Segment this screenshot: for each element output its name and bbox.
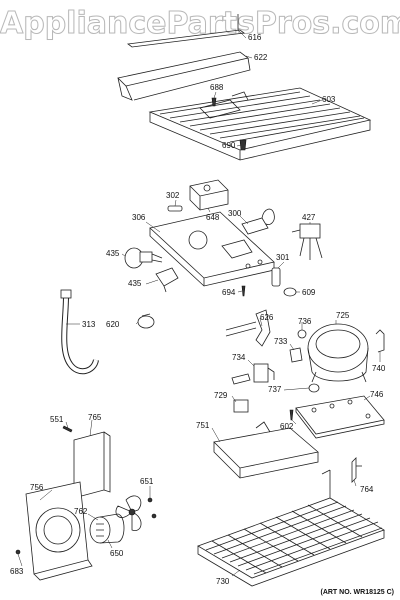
part-labels: 616 622 688 603 690 302 648 306 300 427 … [10, 33, 386, 586]
screw-602 [289, 409, 294, 421]
sensor-300 [241, 208, 275, 235]
label-622: 622 [254, 53, 268, 62]
bracket-626 [225, 309, 271, 347]
relay-648 [189, 179, 229, 211]
leader-lines [17, 29, 381, 577]
clip-764 [351, 457, 362, 483]
watermark-text: AppliancePartsPros.com [0, 6, 400, 42]
label-683: 683 [10, 567, 24, 576]
label-551: 551 [50, 415, 64, 424]
channel-622 [117, 51, 251, 101]
label-740: 740 [372, 364, 386, 373]
label-764: 764 [360, 485, 374, 494]
screw-551 [62, 425, 73, 433]
label-300: 300 [228, 209, 242, 218]
label-756: 756 [30, 483, 44, 492]
capacitor-729 [233, 399, 249, 413]
label-603: 603 [322, 95, 336, 104]
tube-313 [60, 289, 99, 375]
screw-690 [239, 139, 247, 151]
label-609: 609 [302, 288, 316, 297]
label-690: 690 [222, 141, 236, 150]
overload-734 [231, 363, 275, 385]
compressor-725 [307, 323, 369, 383]
label-733: 733 [274, 337, 288, 346]
label-737: 737 [268, 385, 282, 394]
screw-683 [15, 549, 21, 555]
rod-616 [126, 14, 246, 48]
label-620: 620 [106, 320, 120, 329]
motor-650 [89, 513, 125, 544]
label-651: 651 [140, 477, 154, 486]
plate-746 [295, 395, 385, 439]
harness-427 [291, 223, 323, 260]
label-435-socket: 435 [128, 279, 142, 288]
label-626: 626 [260, 313, 274, 322]
screw-694 [241, 285, 246, 297]
label-302: 302 [166, 191, 180, 200]
thermostat-301 [271, 267, 281, 287]
pan-751 [213, 421, 319, 479]
housing-306 [149, 211, 275, 287]
art-number: (ART NO. WR18125 C) [320, 589, 394, 596]
grommet-736 [297, 329, 307, 339]
label-650: 650 [110, 549, 124, 558]
label-648: 648 [206, 213, 220, 222]
cover-765 [73, 431, 111, 499]
label-306: 306 [132, 213, 146, 222]
screws-651 [147, 497, 157, 519]
label-762: 762 [74, 507, 88, 516]
screw-688 [211, 97, 217, 107]
condenser-730 [197, 469, 385, 587]
label-765: 765 [88, 413, 102, 422]
label-736: 736 [298, 317, 312, 326]
label-751: 751 [196, 421, 210, 430]
tray-603 [148, 87, 372, 161]
label-313: 313 [82, 320, 96, 329]
shroud-756 [25, 481, 93, 581]
clip-740 [375, 329, 385, 353]
label-427: 427 [302, 213, 316, 222]
pin-302 [167, 205, 183, 212]
label-725: 725 [336, 311, 350, 320]
label-729: 729 [214, 391, 228, 400]
knob-609 [283, 287, 297, 297]
label-602: 602 [280, 422, 294, 431]
label-694: 694 [222, 288, 236, 297]
label-688: 688 [210, 83, 224, 92]
blade-762 [115, 495, 142, 532]
grommet-737 [308, 383, 320, 393]
label-746: 746 [370, 390, 384, 399]
cap-620 [137, 313, 155, 329]
label-301: 301 [276, 253, 290, 262]
bulb-435 [124, 247, 163, 269]
clip-733 [289, 347, 303, 363]
label-616: 616 [248, 33, 262, 42]
label-734: 734 [232, 353, 246, 362]
label-435-bulb: 435 [106, 249, 120, 258]
socket-435 [155, 267, 179, 293]
label-730: 730 [216, 577, 230, 586]
